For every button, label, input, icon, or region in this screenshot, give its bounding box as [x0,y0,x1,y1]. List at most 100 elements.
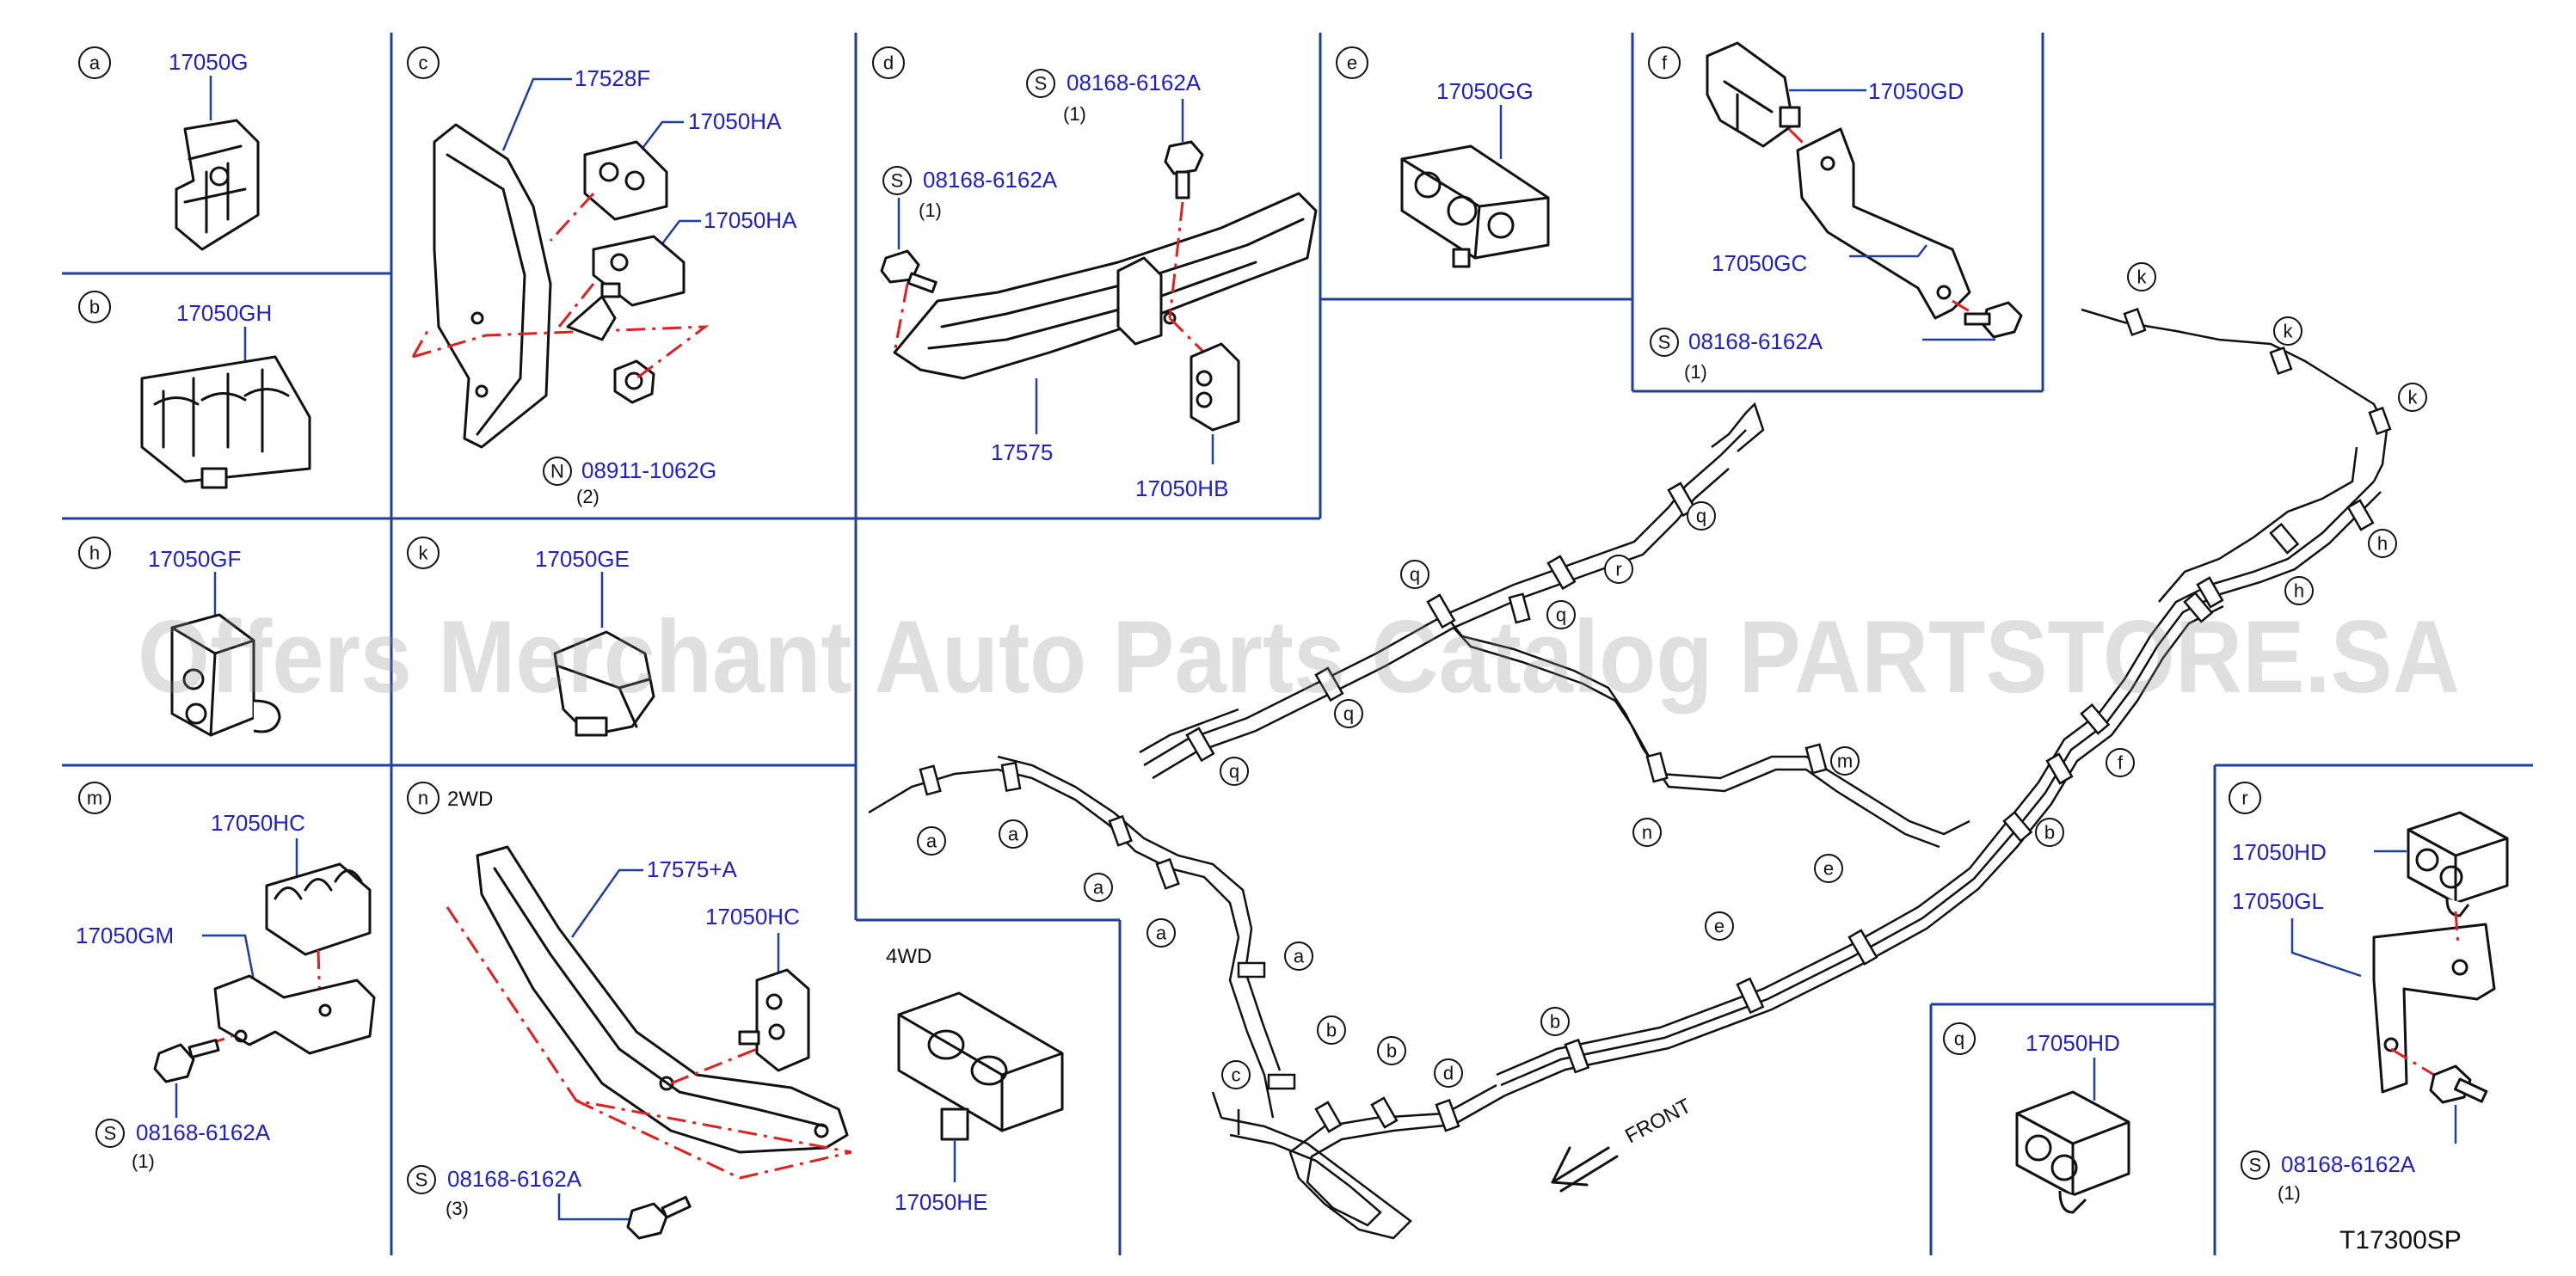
part-number-17050GL[interactable]: 17050GL [2232,888,2324,914]
part-number-17050GE[interactable]: 17050GE [535,546,630,572]
callout-a3[interactable]: a [1084,873,1113,902]
clip-17050GD-icon [1706,41,1801,148]
svg-text:S: S [2249,1155,2262,1176]
part-number-17050HE[interactable]: 17050HE [895,1189,987,1215]
svg-text:k: k [2408,387,2419,408]
panel-f: f 17050GD 17050GC S 08168-6162A (1) [1648,41,2023,383]
part-number-17050HD-q[interactable]: 17050HD [2026,1030,2120,1056]
svg-text:(1): (1) [132,1150,155,1172]
part-number-17050HD-r[interactable]: 17050HD [2232,839,2327,865]
part-number-17050HA-upper[interactable]: 17050HA [688,108,782,134]
panel-letter-c [407,46,440,79]
part-number-08168-6162A-n[interactable]: 08168-6162A [447,1166,582,1192]
part-number-17050GC[interactable]: 17050GC [1712,250,1807,276]
bracket-17050GC-icon [1796,127,1971,320]
prefix-S [95,1119,125,1148]
panel-q: q 17050HD [1943,1022,2130,1214]
callout-m1[interactable]: m [1830,746,1860,776]
svg-text:a: a [1093,877,1104,899]
callout-r1[interactable]: r [1604,555,1633,584]
bolt-n-icon [626,1195,692,1240]
callout-k2[interactable]: k [2273,316,2302,346]
callout-q3[interactable]: q [1687,501,1716,531]
callout-q1[interactable]: q [1400,560,1429,589]
clip-17050HD-q-icon [2015,1090,2130,1214]
svg-text:(1): (1) [919,199,942,221]
bolt-r-icon [2429,1064,2488,1104]
panel-letter-e [1336,46,1368,79]
callout-h1[interactable]: h [2284,576,2314,605]
callout-a5[interactable]: a [1284,942,1313,971]
clip-17050G-icon [175,119,260,251]
front-label: FRONT [1621,1094,1695,1148]
callout-e2[interactable]: e [1814,854,1843,883]
brake-tube-routing [868,307,2392,1240]
prefix-S [1650,328,1679,357]
part-number-17050GM[interactable]: 17050GM [76,923,174,948]
panel-e: e 17050GG [1336,46,1550,268]
bolt-f-icon [1964,301,2023,339]
svg-text:q: q [1229,761,1239,782]
part-number-08168-6162A-f[interactable]: 08168-6162A [1688,328,1823,354]
part-number-08168-6162A-d-left[interactable]: 08168-6162A [923,167,1058,193]
clip-17050GG-icon [1400,144,1550,268]
callout-k3[interactable]: k [2398,383,2427,412]
part-number-17050GD[interactable]: 17050GD [1868,78,1964,104]
callout-e1[interactable]: e [1705,911,1734,941]
svg-text:(1): (1) [1684,361,1707,383]
part-number-17050G[interactable]: 17050G [169,49,249,75]
svg-text:S: S [1035,73,1048,95]
callout-a4[interactable]: a [1147,918,1176,948]
callout-f1[interactable]: f [2106,748,2135,777]
callout-q4[interactable]: q [1334,699,1363,728]
callout-a2[interactable]: a [999,819,1028,849]
panel-h: h 17050GF [78,537,281,737]
callout-b3[interactable]: b [1540,1007,1570,1036]
bracket-17528F-icon [433,123,552,449]
part-number-08168-6162A-d-top[interactable]: 08168-6162A [1067,70,1202,95]
clip-17050HE-icon [897,991,1064,1141]
bracket-17050GL-icon [2372,923,2496,1094]
callout-c1[interactable]: c [1221,1060,1251,1089]
svg-text:a: a [1008,824,1019,845]
part-number-17575[interactable]: 17575 [991,439,1053,465]
part-number-17050HC-n[interactable]: 17050HC [705,904,800,929]
callout-q5[interactable]: q [1220,757,1249,786]
part-number-08168-6162A-r[interactable]: 08168-6162A [2281,1151,2416,1177]
panel-b: b 17050GH [78,291,311,489]
callout-q2[interactable]: q [1546,600,1576,629]
prefix-S [1026,69,1055,98]
svg-text:q: q [1343,703,1354,725]
callout-a1[interactable]: a [917,826,946,856]
part-number-08168-6162A-m[interactable]: 08168-6162A [136,1120,271,1145]
svg-text:N: N [550,461,564,482]
part-number-17050HB[interactable]: 17050HB [1135,475,1228,501]
svg-text:S: S [415,1169,428,1191]
panel-letter-a [78,46,111,79]
part-number-17050GF[interactable]: 17050GF [148,546,241,572]
panel-dividers [62,33,2533,1255]
svg-text:b: b [1550,1011,1560,1033]
part-number-08911-1062G[interactable]: 08911-1062G [581,457,716,483]
callout-b1[interactable]: b [1317,1015,1346,1045]
callout-b4[interactable]: b [2035,818,2064,847]
part-number-17050GH[interactable]: 17050GH [176,300,272,326]
callout-b2[interactable]: b [1377,1036,1406,1065]
callout-n1[interactable]: n [1632,818,1662,847]
callout-d1[interactable]: d [1434,1058,1463,1088]
panel-letter-m [78,782,111,814]
panel-letter-r [2229,782,2261,814]
callout-k1[interactable]: k [2127,262,2156,291]
clip-17050HA-lower-icon [592,235,685,307]
routing-callouts: a a a a a c b b d b e e n m b f h h k k … [917,262,2427,1089]
svg-text:q: q [1696,506,1706,527]
part-number-17575-A[interactable]: 17575+A [647,856,737,882]
part-number-17050HA-lower[interactable]: 17050HA [704,207,797,233]
part-number-17528F[interactable]: 17528F [575,65,650,91]
svg-text:f: f [1662,52,1668,74]
watermark-text: Offers Merchant Auto Parts Catalog PARTS… [138,599,2460,715]
part-number-17050HC-m[interactable]: 17050HC [211,810,305,836]
callout-h2[interactable]: h [2368,529,2397,558]
part-number-17050GG[interactable]: 17050GG [1436,78,1534,104]
bolt-m-icon [153,1039,220,1083]
